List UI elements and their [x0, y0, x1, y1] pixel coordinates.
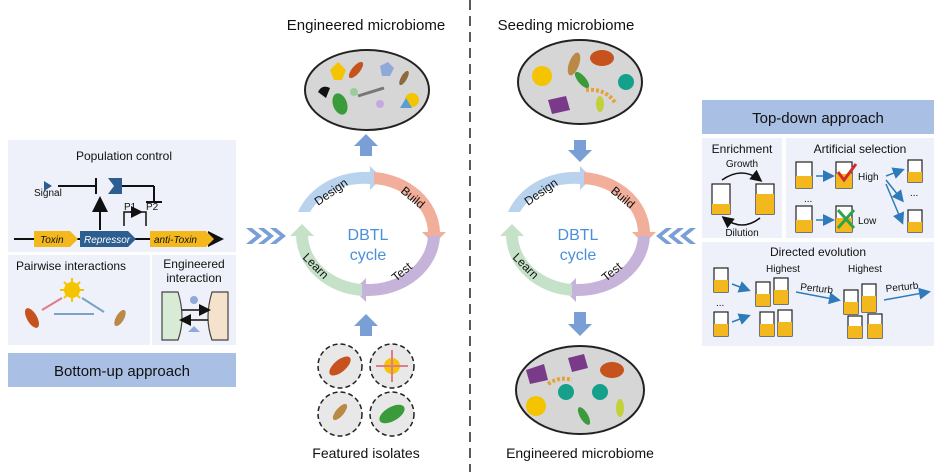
engineered-interaction-panel: Engineered interaction: [152, 255, 236, 345]
population-control-panel: Population control Signal P1 P2 Toxin Re…: [8, 140, 236, 252]
right-top-title: Seeding microbiome: [498, 17, 635, 34]
repressor-gene: [80, 231, 136, 247]
growth-label: Growth: [726, 159, 758, 170]
engineered-microbiome-dish-right: [515, 345, 645, 435]
rod-microbe-icon: [25, 308, 39, 328]
top-down-label: Top-down approach: [752, 110, 884, 127]
engineered-label-line2: interaction: [166, 271, 221, 285]
directed-evolution-label: Directed evolution: [770, 245, 866, 259]
highest-label-1: Highest: [766, 264, 800, 275]
dbtl-cycle-left: Design Build Test Learn DBTL cycle: [290, 166, 446, 302]
repressor-protein-icon: [108, 178, 122, 194]
toxin-gene: [34, 231, 78, 247]
dbtl-center-line2-right: cycle: [560, 247, 597, 264]
learn-arrow: [290, 224, 362, 296]
dilution-label: Dilution: [725, 228, 758, 239]
cell-right-icon: [207, 291, 229, 341]
test-arrow-right: [564, 236, 650, 302]
perturb-label-2: Perturb: [885, 281, 919, 295]
engineered-microbiome-dish-left: [304, 49, 430, 131]
dots-label-2: ...: [910, 188, 918, 199]
dots-label: ...: [804, 194, 812, 205]
dbtl-center-line1-right: DBTL: [558, 227, 599, 244]
up-arrow-to-microbiome: [354, 134, 378, 156]
test-arrow: [354, 236, 440, 302]
chevron-arrows-left: [246, 228, 286, 244]
pairwise-label: Pairwise interactions: [16, 259, 126, 273]
bacillus-microbe-icon: [114, 309, 126, 327]
enrichment-label: Enrichment: [712, 142, 773, 156]
chevron-arrows-right: [656, 228, 696, 244]
dbtl-center-line1: DBTL: [348, 227, 389, 244]
up-arrow-from-isolates: [354, 314, 378, 336]
cell-left-icon: [161, 291, 183, 341]
learn-arrow-right: [500, 224, 572, 296]
population-control-label: Population control: [76, 149, 172, 163]
featured-isolates: [317, 343, 415, 437]
featured-isolates-label: Featured isolates: [312, 445, 419, 461]
engineered-label-line1: Engineered: [163, 257, 224, 271]
artificial-selection-label: Artificial selection: [814, 142, 907, 156]
dbtl-center-line2: cycle: [350, 247, 387, 264]
design-arrow: [298, 166, 382, 212]
highest-label-2: Highest: [848, 264, 882, 275]
check-red-icon: [836, 163, 858, 183]
repressor-gene-label: Repressor: [84, 235, 131, 246]
top-down-banner: Top-down approach: [702, 100, 934, 134]
design-arrow-right: [508, 166, 592, 212]
promoter-p1-label: P1: [124, 202, 137, 213]
right-bottom-title: Engineered microbiome: [506, 445, 654, 461]
antitoxin-gene: [150, 231, 214, 247]
left-top-title: Engineered microbiome: [287, 17, 445, 34]
high-label: High: [858, 172, 879, 183]
bottom-up-banner: Bottom-up approach: [8, 353, 236, 387]
low-label: Low: [858, 216, 877, 227]
antitoxin-gene-label: anti-Toxin: [154, 235, 197, 246]
build-arrow: [374, 172, 446, 244]
perturb-label-1: Perturb: [800, 282, 834, 296]
build-arrow-right: [584, 172, 656, 244]
signal-label: Signal: [34, 188, 62, 199]
directed-evolution-panel: Directed evolution ... Highest Perturb H…: [702, 242, 934, 346]
down-arrow-to-engineered: [568, 312, 592, 336]
pairwise-interactions-panel: Pairwise interactions: [8, 255, 150, 345]
signal-icon: [44, 181, 52, 191]
enrichment-panel: Enrichment Growth Dilution: [702, 138, 782, 239]
dbtl-cycle-right: Design Build Test Learn DBTL cycle: [500, 166, 656, 302]
toxin-gene-label: Toxin: [40, 235, 64, 246]
bottom-up-label: Bottom-up approach: [54, 363, 190, 380]
promoter-p2-label: P2: [146, 202, 159, 213]
dots-label-3: ...: [716, 298, 724, 309]
down-arrow-from-seeding: [568, 140, 592, 162]
cross-green-icon: [836, 209, 856, 229]
seeding-microbiome-dish: [517, 39, 643, 125]
artificial-selection-panel: Artificial selection High ... Low ...: [786, 138, 934, 238]
